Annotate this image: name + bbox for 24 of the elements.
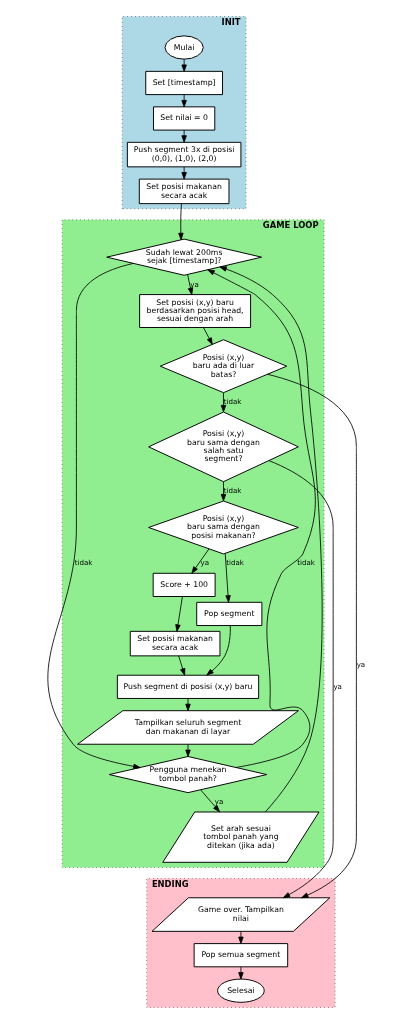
- arrow: [185, 744, 191, 757]
- arrow: [207, 269, 316, 768]
- arrow: [200, 789, 220, 813]
- arrow: [220, 481, 227, 502]
- arrow: [181, 94, 187, 108]
- arrow: [220, 392, 227, 413]
- arrow: [191, 548, 210, 574]
- arrow: [267, 373, 357, 899]
- arrow: [47, 263, 141, 769]
- arrow: [175, 596, 183, 632]
- arrow: [238, 966, 244, 980]
- arrow: [181, 58, 187, 72]
- arrow: [178, 655, 186, 676]
- arrow: [203, 327, 213, 345]
- arrow: [224, 553, 231, 603]
- arrow: [238, 931, 244, 944]
- arrow: [268, 460, 334, 899]
- arrow: [206, 625, 231, 676]
- arrow: [181, 129, 187, 143]
- arrow: [178, 203, 184, 241]
- arrow: [187, 274, 194, 295]
- arrow: [181, 166, 187, 180]
- arrow: [219, 266, 323, 813]
- arrow: [185, 698, 191, 712]
